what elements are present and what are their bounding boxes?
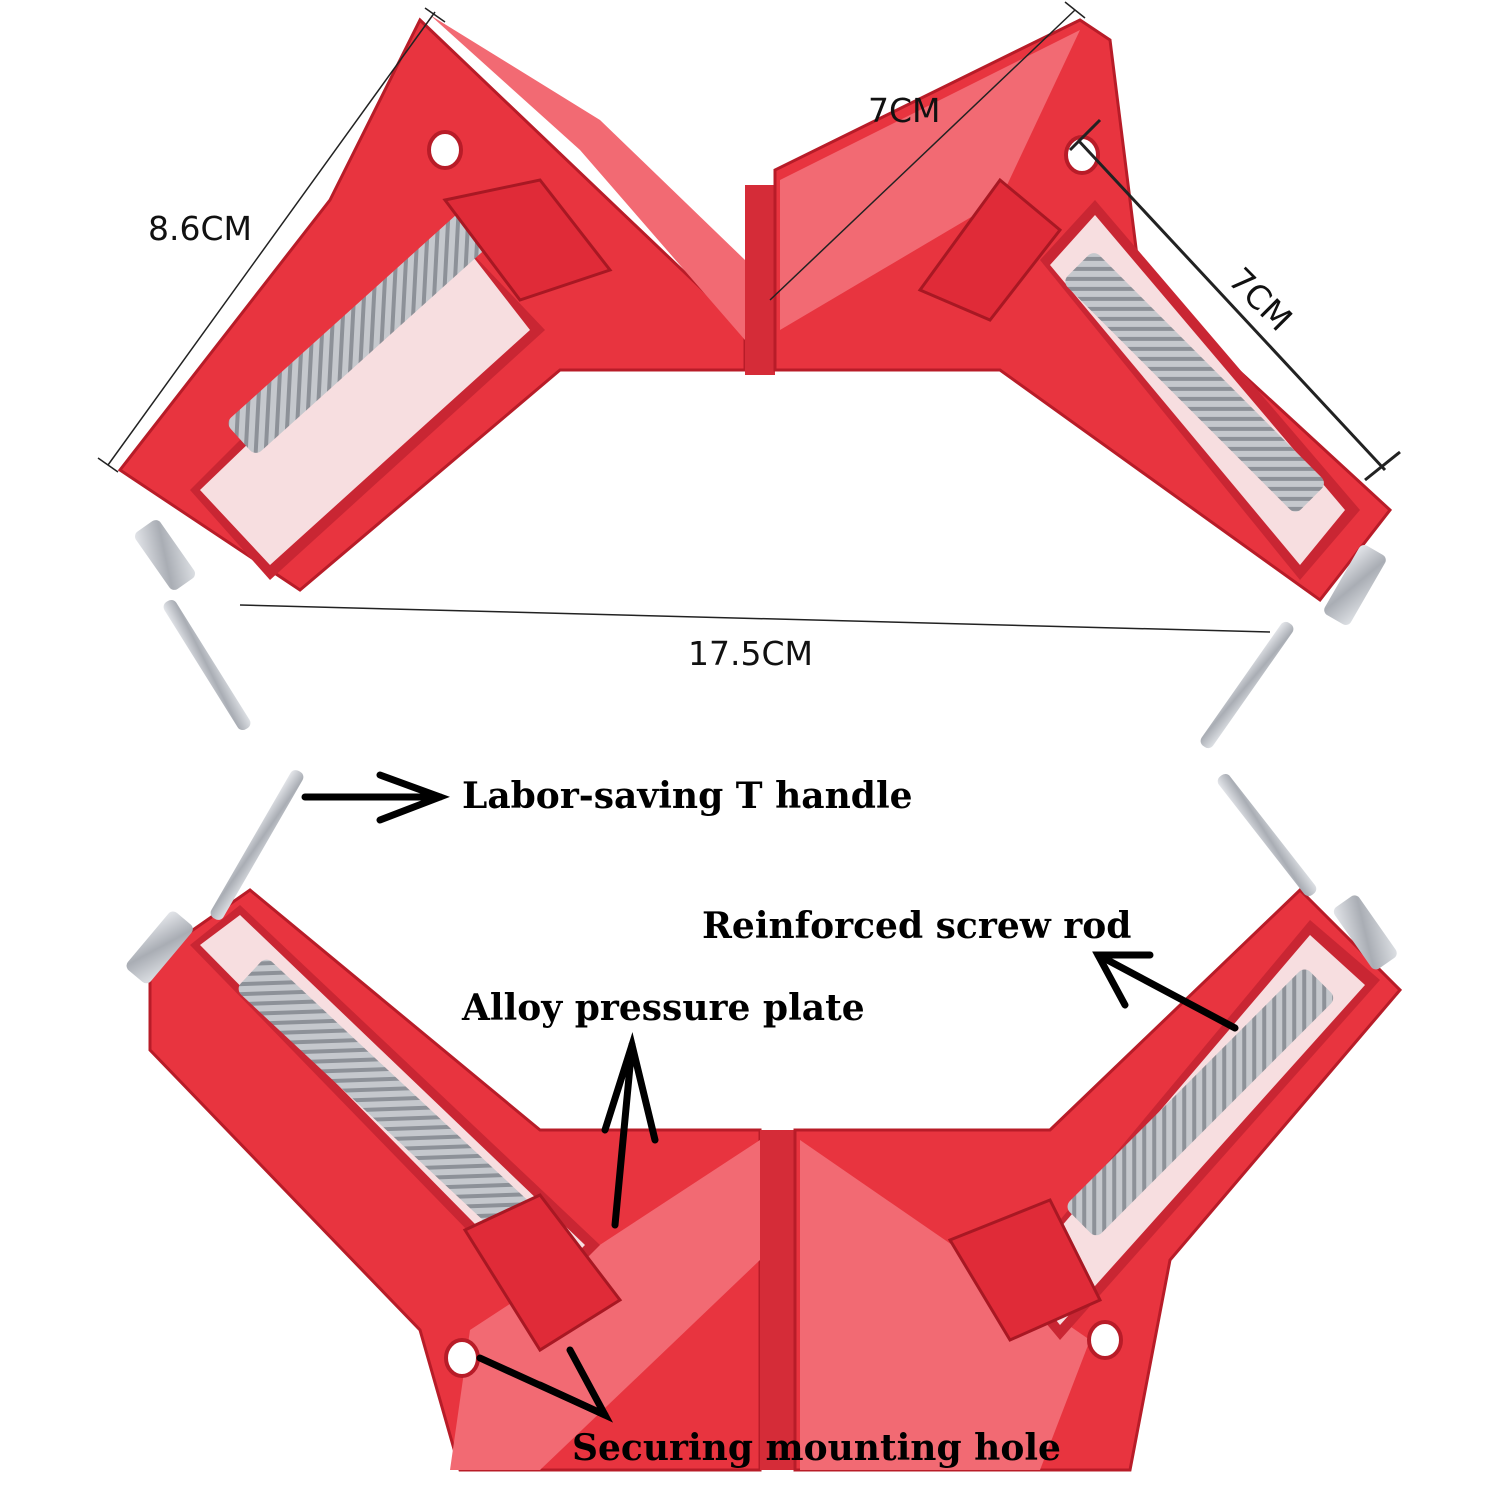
top-left-arm [117,15,747,731]
dimension-jaw-top-label: 7CM [868,91,941,130]
bottom-left-t-handle [126,770,304,984]
bottom-corner-clamp [126,770,1403,1472]
dimension-width-label: 17.5CM [688,634,813,673]
t-handle-arrow [301,771,450,824]
top-right-t-handle [1200,545,1386,749]
bottom-right-t-handle [1217,774,1397,970]
dimension-lines [97,1,1401,633]
mounting-hole-label: Securing mounting hole [572,1427,1061,1469]
t-handle-label: Labor-saving T handle [462,775,913,817]
dimension-jaw-side-label: 7CM [1221,260,1300,339]
mounting-hole-arrow [476,1346,614,1423]
top-right-arm [773,18,1393,749]
bottom-right-arm [793,774,1403,1472]
dimension-height-label: 8.6CM [148,209,252,248]
top-left-t-handle [134,520,251,731]
callout-arrows [301,771,1239,1423]
bottom-hinge [760,1130,795,1470]
top-hinge [745,185,775,375]
bottom-left-arm [126,770,762,1472]
screw-rod-label: Reinforced screw rod [702,905,1131,947]
screw-rod-arrow [1092,951,1239,1032]
top-corner-clamp [117,15,1393,749]
pressure-plate-label: Alloy pressure plate [461,987,865,1029]
pressure-plate-arrow [601,1032,659,1229]
